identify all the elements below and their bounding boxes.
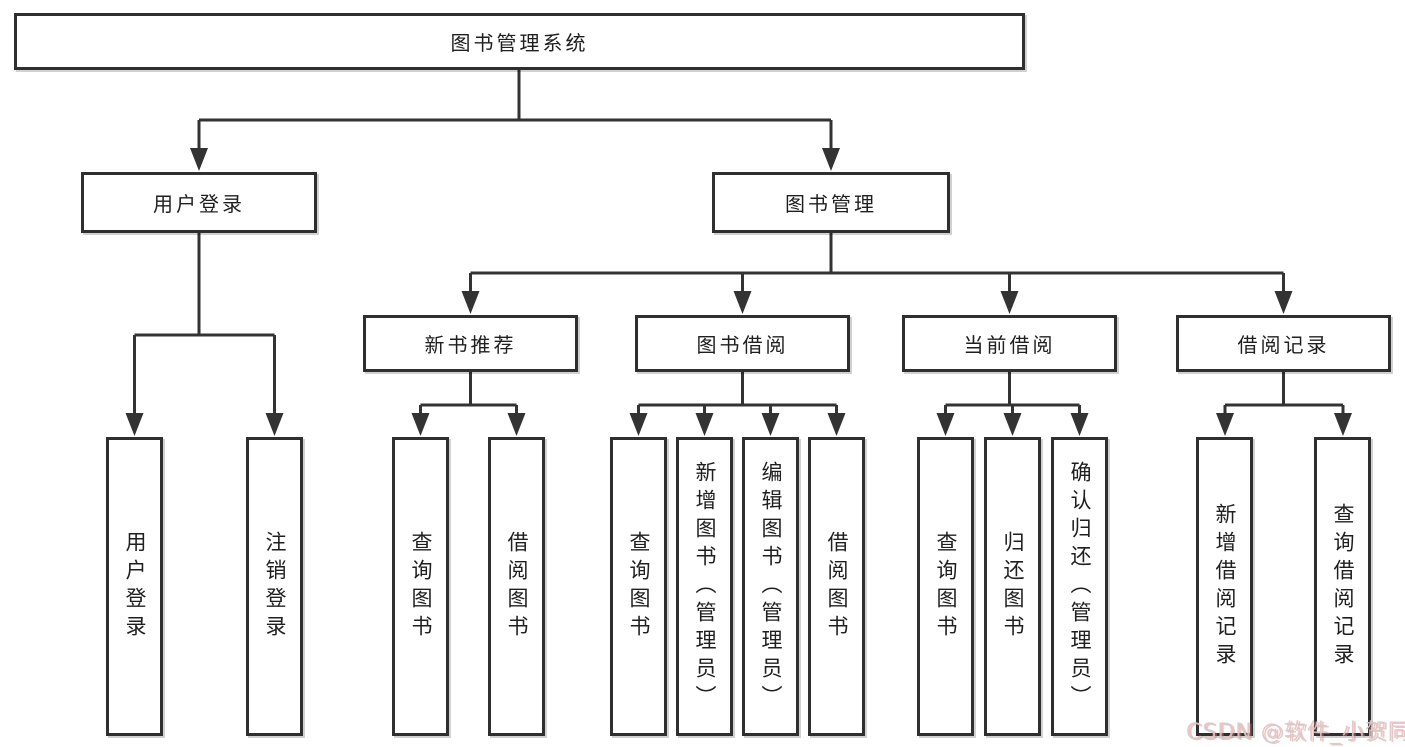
node-current-borrowing: 当前借阅	[902, 315, 1117, 372]
leaf-query-books-borrowing: 查询图书	[610, 437, 667, 736]
leaf-edit-books-admin: 编辑图书（管理员）	[742, 437, 799, 736]
node-book-borrowing: 图书借阅	[635, 315, 850, 372]
node-borrowing-records: 借阅记录	[1176, 315, 1391, 372]
leaf-query-books-current: 查询图书	[917, 437, 974, 736]
csdn-watermark: CSDN @软件_小贺同学	[1186, 720, 1405, 745]
arrowhead-icons	[125, 148, 1352, 436]
leaf-user-login: 用户登录	[106, 437, 163, 736]
leaf-borrow-books-recommend: 借阅图书	[488, 437, 545, 736]
connector-path	[133, 70, 1345, 416]
node-user-login: 用户登录	[81, 172, 317, 233]
leaf-add-borrow-record: 新增借阅记录	[1196, 437, 1253, 736]
leaf-confirm-return-admin: 确认归还（管理员）	[1051, 437, 1108, 736]
node-library-management-system: 图书管理系统	[14, 13, 1025, 70]
leaf-return-books: 归还图书	[984, 437, 1041, 736]
leaf-add-books-admin: 新增图书（管理员）	[676, 437, 733, 736]
node-new-book-recommend: 新书推荐	[363, 315, 578, 372]
node-book-management: 图书管理	[712, 172, 950, 233]
leaf-logout: 注销登录	[246, 437, 303, 736]
leaf-query-books-recommend: 查询图书	[392, 437, 449, 736]
leaf-borrow-books: 借阅图书	[808, 437, 865, 736]
leaf-query-borrow-record: 查询借阅记录	[1314, 437, 1371, 736]
